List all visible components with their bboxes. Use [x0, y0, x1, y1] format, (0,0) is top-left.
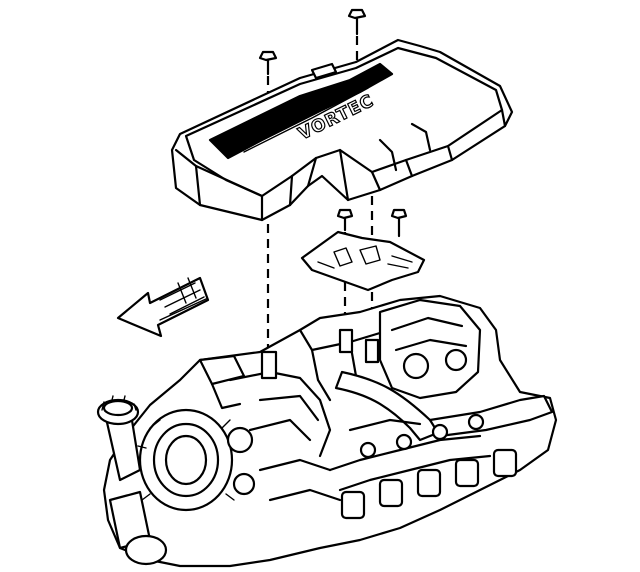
- cover-bolt-right: [347, 8, 367, 36]
- intake-manifold: [96, 294, 558, 568]
- direction-arrow: [116, 276, 210, 338]
- throttle-body: [137, 408, 256, 512]
- oil-filler: [96, 395, 142, 482]
- cover-bolt-left: [258, 50, 278, 76]
- engine-cover: VORTEC: [170, 38, 514, 222]
- bracket-bolt-left: [336, 208, 354, 232]
- bracket-bolt-right: [390, 208, 408, 238]
- mounting-bracket: [300, 230, 426, 292]
